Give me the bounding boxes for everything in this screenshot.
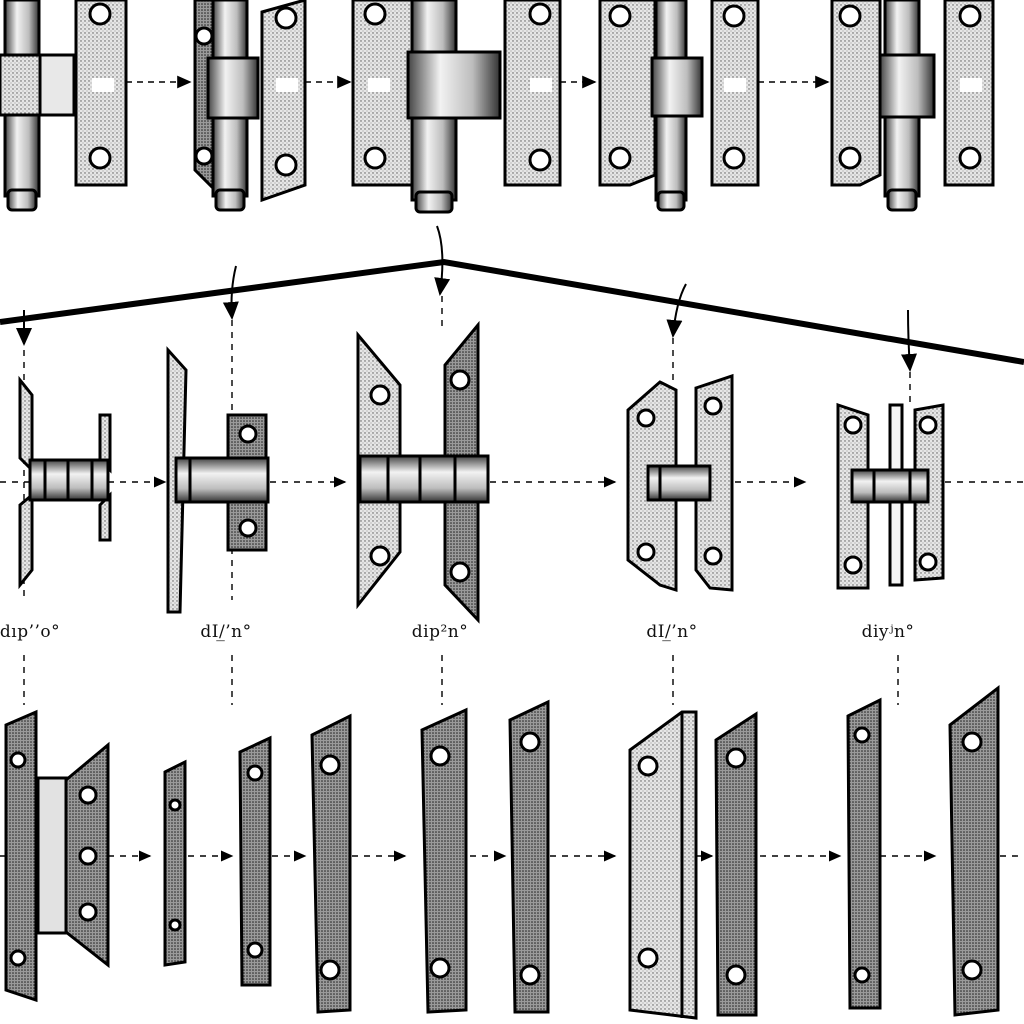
stage-label-4: dΙ/̲’n° xyxy=(646,622,698,642)
leaf-5 xyxy=(420,707,468,1014)
stage-label-3: dip²n° xyxy=(411,622,469,642)
leaf-6 xyxy=(508,699,550,1014)
stage-label-1: dıp’’o° xyxy=(0,622,61,642)
connector-roofline xyxy=(0,225,1024,372)
row-middle xyxy=(0,320,1024,624)
stage-label-5: diyʲn° xyxy=(861,622,915,642)
leaf-4 xyxy=(310,713,352,1014)
hinge-open-5 xyxy=(836,402,945,590)
hinge-closed-4 xyxy=(598,0,760,212)
hinge-open-1 xyxy=(18,375,112,590)
hinge-open-2 xyxy=(166,346,270,614)
leaf-pair-1 xyxy=(4,709,110,1003)
stage-label-2: dΙ/̲’n° xyxy=(200,622,252,642)
hinge-closed-2 xyxy=(193,0,307,212)
leaf-8 xyxy=(714,711,758,1017)
hinge-closed-3 xyxy=(351,0,562,214)
leaf-10 xyxy=(948,684,1000,1017)
hinge-open-4 xyxy=(626,373,734,593)
leaf-7 xyxy=(628,710,698,1020)
row-bottom xyxy=(0,684,1024,1020)
leaf-3 xyxy=(238,735,272,987)
hinge-closed-1 xyxy=(0,0,128,212)
leaf-2 xyxy=(163,759,187,967)
leaf-9 xyxy=(846,697,882,1010)
hinge-open-3 xyxy=(356,320,490,624)
row-top xyxy=(0,0,995,214)
hinge-closed-5 xyxy=(830,0,995,212)
